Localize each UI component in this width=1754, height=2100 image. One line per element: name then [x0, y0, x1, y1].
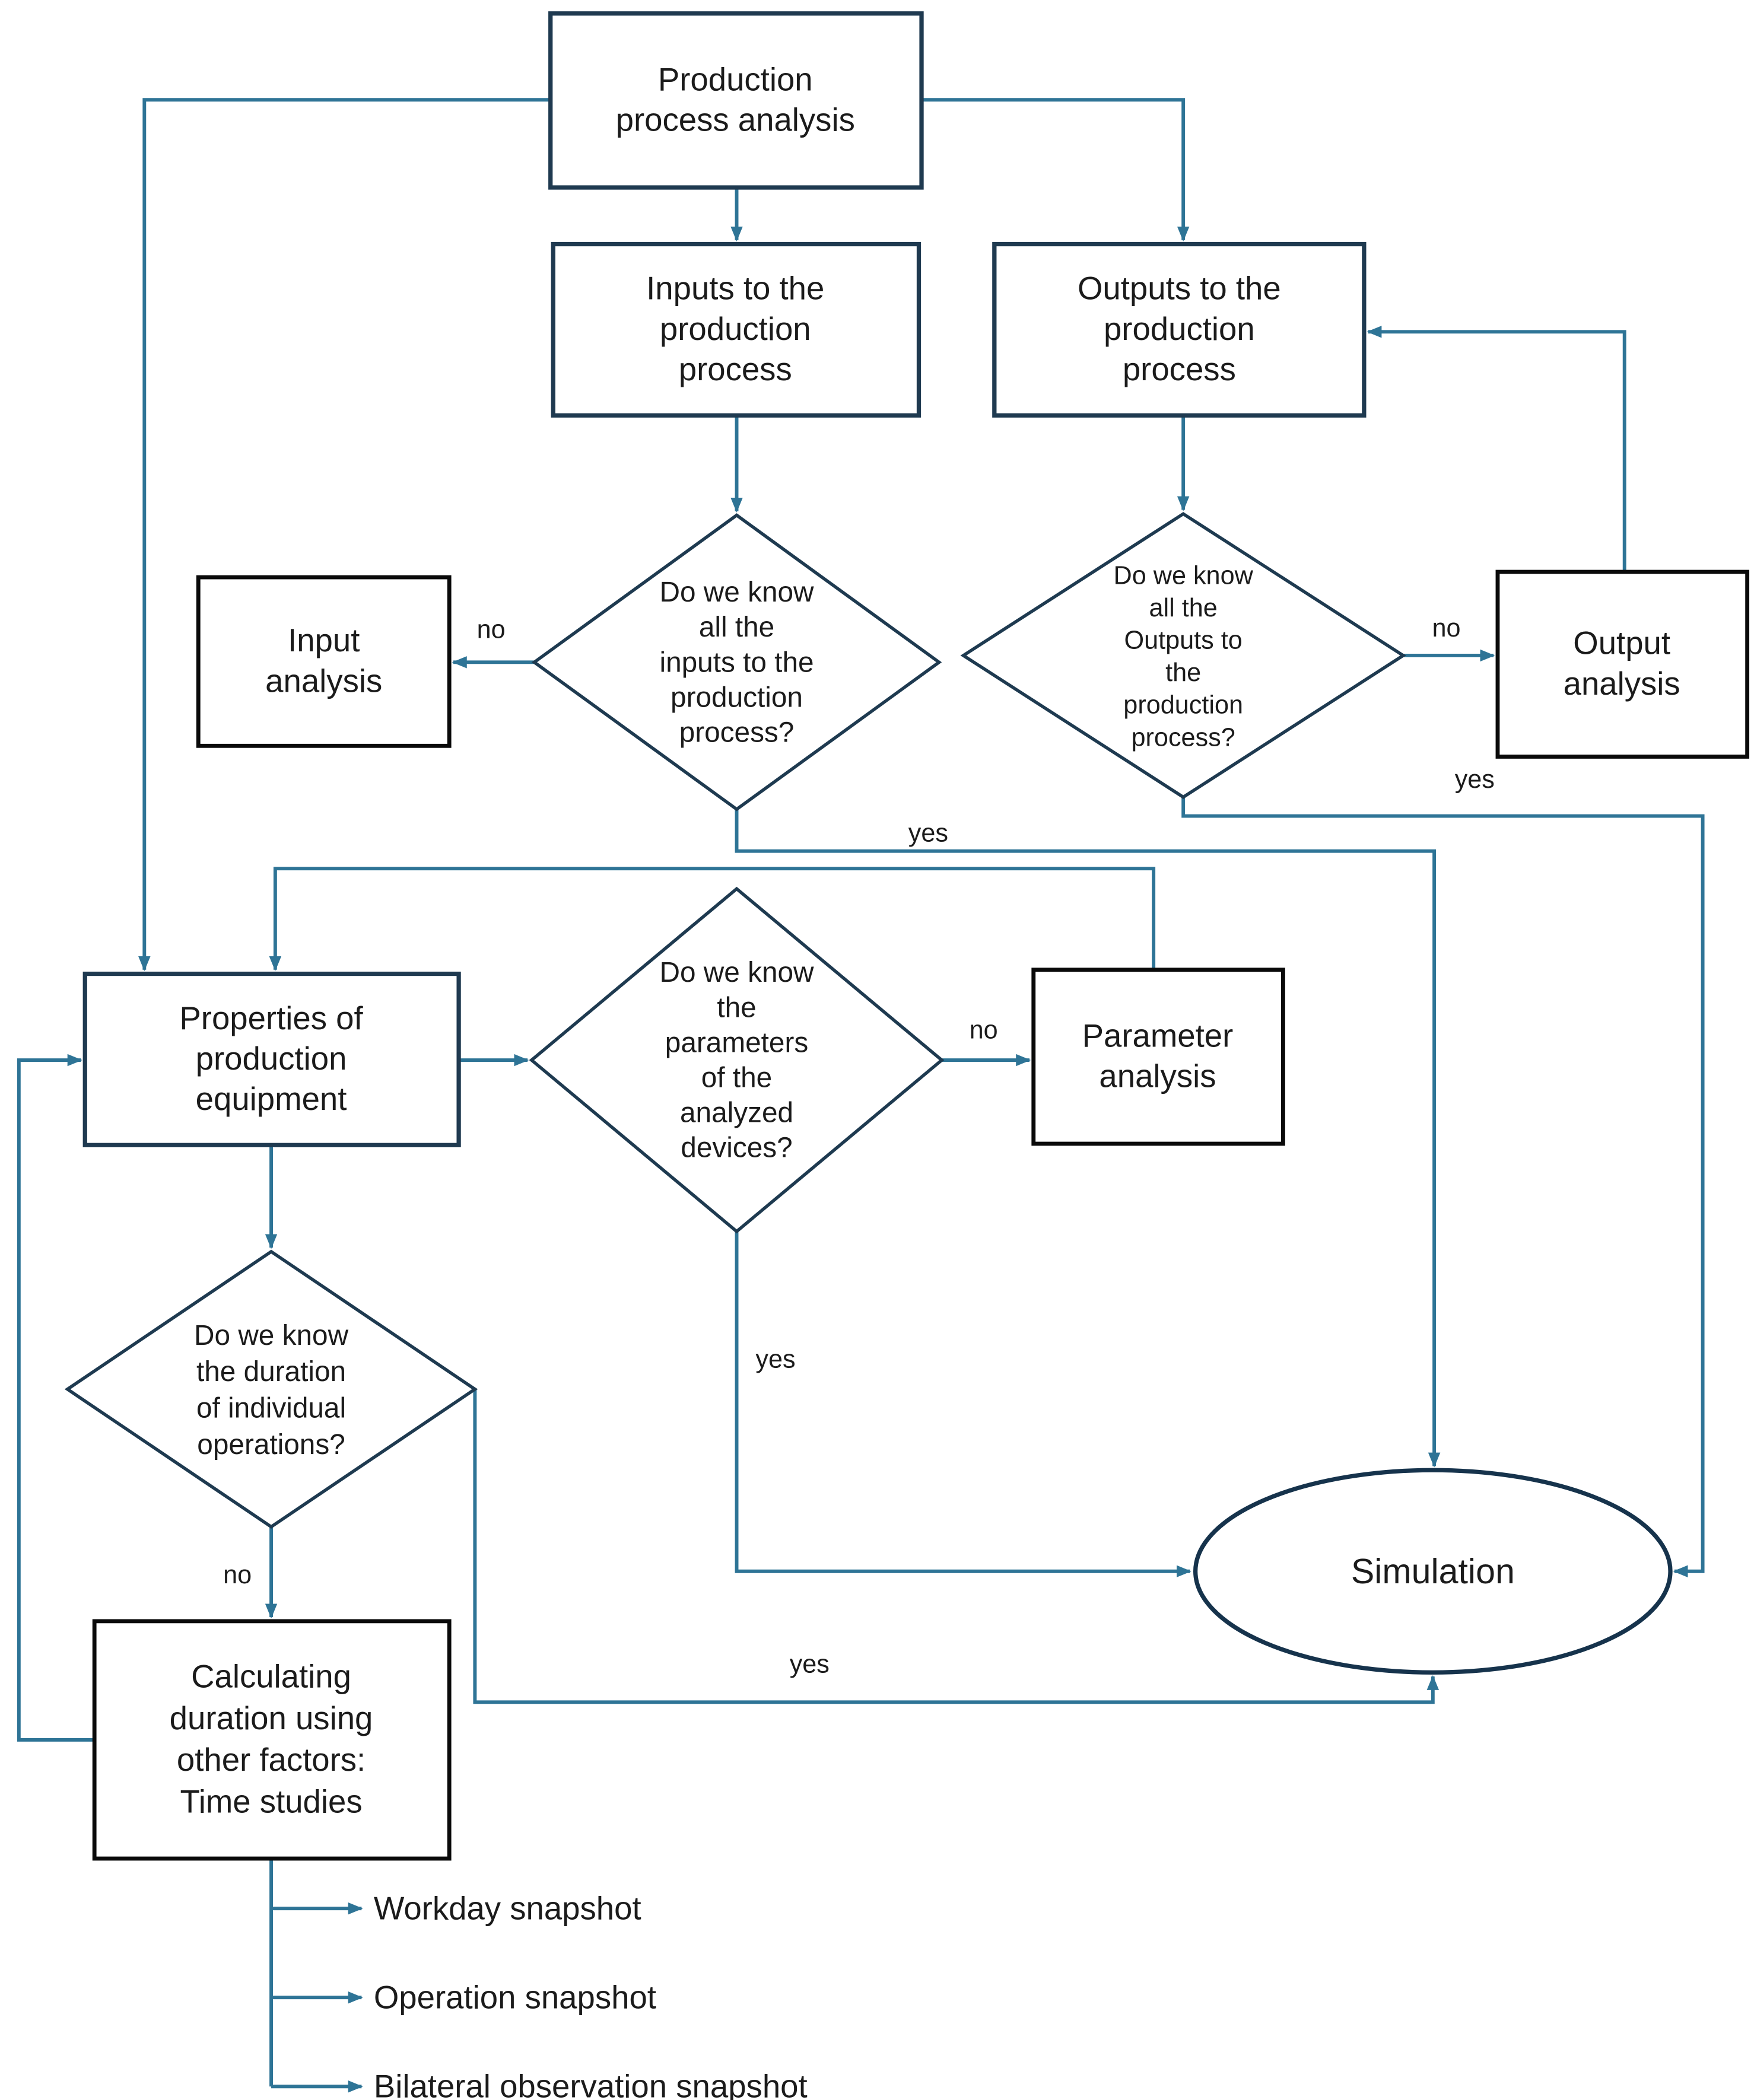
production-box [548, 11, 924, 190]
outputs-decision-line2: all the [1149, 594, 1218, 622]
calc-duration-box [92, 1619, 452, 1861]
node-parameter-analysis: Parameter analysis [1031, 968, 1285, 1146]
node-production-process-analysis: Production process analysis [548, 11, 924, 190]
label-bilateral-observation-snapshot: Bilateral observation snapshot [374, 2068, 808, 2100]
params-decision-line4: of the [701, 1062, 772, 1094]
parameter-analysis-line2: analysis [1099, 1058, 1216, 1094]
decision-duration-known: Do we know the duration of individual op… [64, 1249, 478, 1529]
node-simulation: Simulation [1193, 1468, 1673, 1675]
calc-duration-line3: other factors: [177, 1742, 366, 1778]
node-properties-of-production-equipment: Properties of production equipment [82, 971, 461, 1147]
edge-params-decision-yes-to-simulation [735, 1231, 1191, 1577]
label-no-inputs-decision: no [477, 615, 506, 644]
inputs-label-line3: process [679, 351, 792, 387]
simulation-ellipse [1193, 1468, 1673, 1675]
params-decision-line1: Do we know [660, 957, 815, 988]
input-analysis-line2: analysis [265, 663, 382, 699]
outputs-label-line1: Outputs to the [1078, 271, 1281, 307]
snapshot-labels: Workday snapshot Operation snapshot Bila… [374, 1890, 808, 2100]
inputs-decision-line4: production [671, 682, 803, 713]
label-no-outputs-decision: no [1432, 614, 1461, 642]
inputs-decision-diamond [531, 513, 942, 812]
decision-inputs-known: Do we know all the inputs to the product… [531, 513, 942, 812]
outputs-decision-line5: production [1123, 691, 1243, 720]
inputs-decision-line1: Do we know [660, 577, 815, 608]
node-inputs-to-production-process: Inputs to the production process [551, 241, 922, 418]
label-no-params-decision: no [970, 1016, 998, 1045]
inputs-decision-line2: all the [699, 612, 774, 643]
output-analysis-line1: Output [1573, 625, 1670, 661]
duration-decision-line4: operations? [197, 1429, 345, 1461]
decision-outputs-known: Do we know all the Outputs to the produc… [960, 511, 1406, 799]
output-analysis-box [1495, 569, 1750, 759]
outputs-decision-line3: Outputs to [1124, 626, 1243, 655]
decision-parameters-known: Do we know the parameters of the analyze… [529, 886, 945, 1234]
node-calculating-duration-time-studies: Calculating duration using other factors… [92, 1619, 452, 1861]
label-no-duration-decision: no [223, 1561, 252, 1589]
input-analysis-line1: Input [288, 622, 360, 658]
inputs-decision-line5: process? [679, 717, 795, 748]
calc-duration-line2: duration using [170, 1700, 373, 1736]
production-label-line2: process analysis [616, 102, 855, 138]
params-decision-line6: devices? [681, 1132, 792, 1164]
properties-line1: Properties of [179, 1000, 363, 1036]
simulation-label: Simulation [1351, 1551, 1515, 1591]
inputs-label-line2: production [660, 311, 811, 347]
node-outputs-to-production-process: Outputs to the production process [992, 241, 1367, 418]
outputs-box [992, 241, 1367, 418]
calc-duration-line1: Calculating [191, 1658, 351, 1694]
duration-decision-line1: Do we know [194, 1320, 349, 1351]
edge-parameter-analysis-feedback-to-properties [269, 867, 1156, 971]
outputs-decision-line4: the [1165, 658, 1201, 687]
params-decision-line2: the [717, 992, 756, 1023]
input-analysis-box [196, 575, 452, 748]
output-analysis-line2: analysis [1564, 666, 1680, 702]
label-yes-outputs-decision: yes [1455, 765, 1495, 794]
properties-line3: equipment [196, 1081, 347, 1117]
edge-production-to-properties [138, 98, 551, 971]
edge-calc-feedback-to-properties [17, 1054, 95, 1742]
edge-duration-decision-yes-to-simulation [473, 1389, 1440, 1704]
node-output-analysis: Output analysis [1495, 569, 1750, 759]
edge-labels: no no yes yes no yes no yes [223, 614, 1495, 1678]
edge-inputs-decision-yes-to-simulation [735, 809, 1441, 1468]
duration-decision-line2: the duration [196, 1356, 346, 1388]
properties-box [82, 971, 461, 1147]
parameter-analysis-line1: Parameter [1082, 1017, 1234, 1054]
edge-production-to-outputs [922, 98, 1190, 241]
inputs-decision-line3: inputs to the [659, 647, 814, 678]
calc-duration-line4: Time studies [180, 1784, 362, 1820]
outputs-label-line2: production [1104, 311, 1255, 347]
duration-decision-diamond [64, 1249, 478, 1529]
outputs-decision-line1: Do we know [1114, 561, 1254, 590]
params-decision-line5: analyzed [680, 1097, 793, 1129]
node-input-analysis: Input analysis [196, 575, 452, 748]
production-label-line1: Production [658, 61, 813, 97]
parameter-analysis-box [1031, 968, 1285, 1146]
outputs-decision-diamond [960, 511, 1406, 799]
label-workday-snapshot: Workday snapshot [374, 1890, 641, 1926]
edge-outputs-decision-yes-to-simulation [1181, 797, 1705, 1577]
params-decision-diamond [529, 886, 945, 1234]
label-yes-duration-decision: yes [790, 1650, 830, 1678]
duration-decision-line3: of individual [196, 1393, 346, 1424]
label-yes-inputs-decision: yes [908, 819, 948, 848]
params-decision-line3: parameters [665, 1027, 808, 1058]
edge-output-analysis-feedback-to-outputs [1367, 326, 1626, 572]
outputs-decision-line6: process? [1132, 723, 1235, 752]
connectors [17, 98, 1705, 2093]
label-yes-params-decision: yes [755, 1345, 795, 1373]
properties-line2: production [196, 1041, 347, 1077]
inputs-box [551, 241, 922, 418]
label-operation-snapshot: Operation snapshot [374, 1979, 656, 2015]
outputs-label-line3: process [1123, 351, 1236, 387]
inputs-label-line1: Inputs to the [646, 271, 824, 307]
